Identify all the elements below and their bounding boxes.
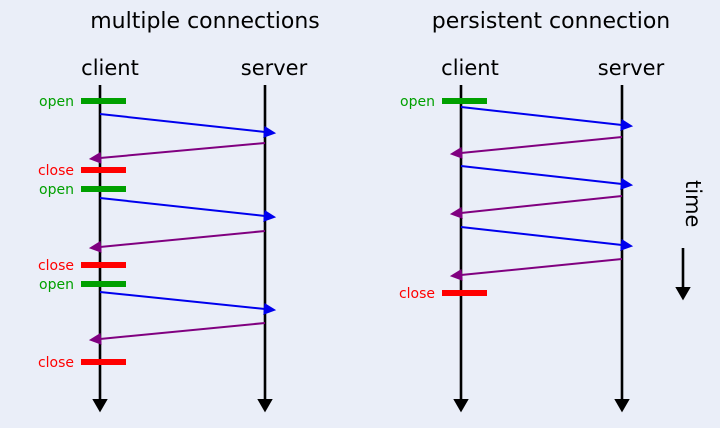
message-response-persistent-1 xyxy=(449,136,623,159)
message-response-persistent-5 xyxy=(449,258,623,281)
message-request-persistent-2 xyxy=(460,165,634,190)
actor-label-client-persistent: client xyxy=(441,56,499,80)
actor-label-server-multiple: server xyxy=(241,56,308,80)
marker-label-close-persistent-1: close xyxy=(399,286,435,302)
marker-label-open-multiple-0: open xyxy=(39,94,74,110)
message-request-multiple-0 xyxy=(99,113,277,138)
marker-label-open-multiple-2: open xyxy=(39,182,74,198)
actor-label-client-multiple: client xyxy=(81,56,139,80)
panel-persistent: persistent connection client server open clo… xyxy=(399,9,671,413)
marker-label-open-multiple-4: open xyxy=(39,277,74,293)
message-request-multiple-2 xyxy=(99,197,277,222)
panel-multiple: multiple connections client server open clos… xyxy=(38,9,320,413)
panels-layer: multiple connections client server open clos… xyxy=(38,9,671,413)
actor-label-server-persistent: server xyxy=(598,56,665,80)
message-request-multiple-4 xyxy=(99,291,277,315)
marker-label-close-multiple-5: close xyxy=(38,355,74,371)
message-request-persistent-4 xyxy=(460,226,634,251)
message-response-multiple-1 xyxy=(88,142,266,164)
message-response-persistent-3 xyxy=(449,195,623,219)
marker-label-open-persistent-0: open xyxy=(400,94,435,110)
panel-title-multiple: multiple connections xyxy=(90,9,320,34)
marker-label-close-multiple-1: close xyxy=(38,163,74,179)
message-request-persistent-0 xyxy=(460,106,634,131)
message-response-multiple-3 xyxy=(88,230,266,253)
panel-title-persistent: persistent connection xyxy=(432,9,671,34)
time-axis-label: time xyxy=(681,180,705,227)
message-response-multiple-5 xyxy=(88,322,266,345)
marker-label-close-multiple-3: close xyxy=(38,258,74,274)
time-axis: time xyxy=(675,180,705,301)
